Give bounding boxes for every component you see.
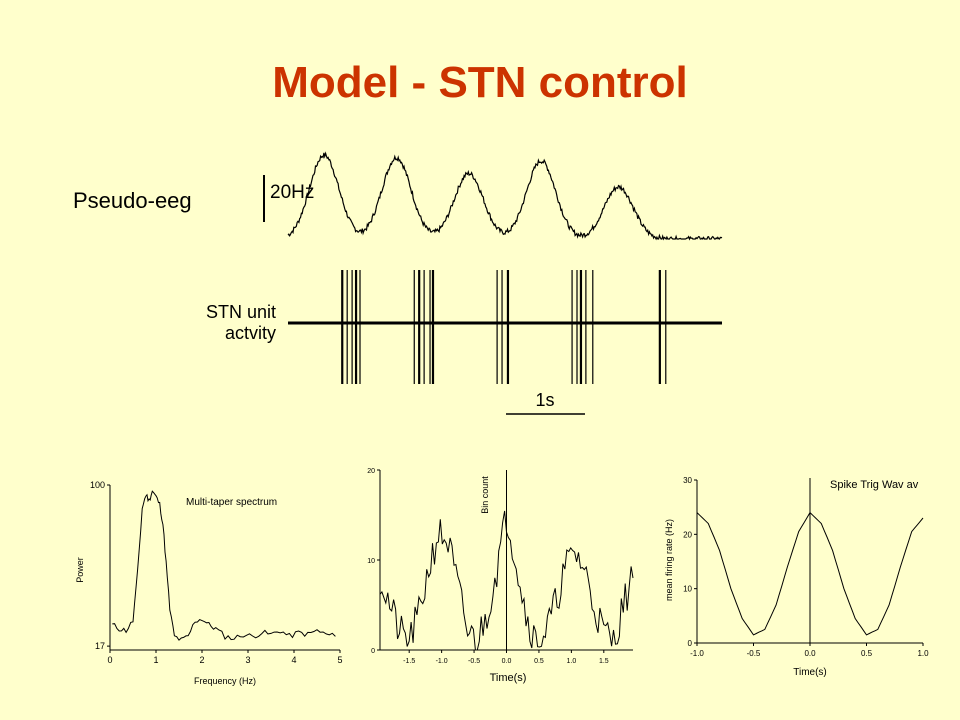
x-tick-label: 1.0: [567, 658, 577, 665]
sta-title: Spike Trig Wav av: [830, 479, 919, 491]
x-tick-label: -0.5: [747, 649, 761, 658]
x-tick-label: 2: [199, 655, 204, 665]
x-tick-label: -1.0: [690, 649, 704, 658]
x-tick-label: 0: [107, 655, 112, 665]
stn-raster-panel: STN unit actvity 1s: [206, 270, 722, 415]
stn-label-line2: actvity: [225, 323, 276, 343]
spectrum-xlabel: Frequency (Hz): [194, 676, 256, 686]
data-line: [379, 510, 634, 651]
pseudo-eeg-scale-label: 20Hz: [270, 182, 314, 203]
y-tick-label: 20: [367, 468, 375, 475]
y-tick-label: 10: [683, 585, 692, 594]
x-tick-label: 5: [337, 655, 342, 665]
stn-spike-group: [341, 270, 667, 384]
x-tick-label: 1.0: [917, 649, 929, 658]
page-title: Model - STN control: [272, 58, 688, 107]
x-tick-label: 0.0: [502, 658, 512, 665]
x-tick-label: 1: [153, 655, 158, 665]
y-tick-label: 0: [371, 648, 375, 655]
x-tick-label: 3: [245, 655, 250, 665]
y-tick-label: 17: [95, 641, 105, 651]
pseudo-eeg-panel: Pseudo-eeg 20Hz: [73, 151, 723, 241]
x-tick-label: 0.0: [804, 649, 816, 658]
spectrum-title: Multi-taper spectrum: [186, 497, 277, 508]
pseudo-eeg-label: Pseudo-eeg: [73, 188, 192, 213]
pseudo-eeg-trace: [287, 151, 723, 241]
correlogram-panel: Bin count Time(s) -1.5 -1.0 -0.5 0.0 0.5 1.0 1…: [367, 468, 634, 684]
sta-xlabel: Time(s): [793, 667, 827, 678]
stn-label-line1: STN unit: [206, 302, 276, 322]
correlogram-xlabel: Time(s): [490, 672, 527, 684]
data-line: [112, 490, 336, 641]
x-tick-label: -1.5: [403, 658, 415, 665]
x-tick-label: 1.5: [599, 658, 609, 665]
x-tick-label: 4: [291, 655, 296, 665]
sta-ylabel: mean firing rate (Hz): [664, 519, 674, 601]
x-tick-label: 0.5: [534, 658, 544, 665]
x-tick-label: 0.5: [861, 649, 873, 658]
x-tick-label: -0.5: [468, 658, 480, 665]
y-tick-label: 0: [688, 639, 693, 648]
x-tick-label: -1.0: [436, 658, 448, 665]
correlogram-ylabel: Bin count: [480, 476, 490, 514]
time-scale-label: 1s: [535, 390, 554, 410]
y-tick-label: 100: [90, 480, 105, 490]
spectrum-panel: Multi-taper spectrum Power Frequency (Hz…: [75, 480, 343, 686]
data-line: [696, 511, 924, 636]
y-tick-label: 30: [683, 476, 692, 485]
y-tick-label: 20: [683, 530, 692, 539]
sta-panel: Spike Trig Wav av mean firing rate (Hz) …: [664, 476, 929, 678]
spectrum-ylabel: Power: [75, 557, 85, 583]
y-tick-label: 10: [367, 558, 375, 565]
